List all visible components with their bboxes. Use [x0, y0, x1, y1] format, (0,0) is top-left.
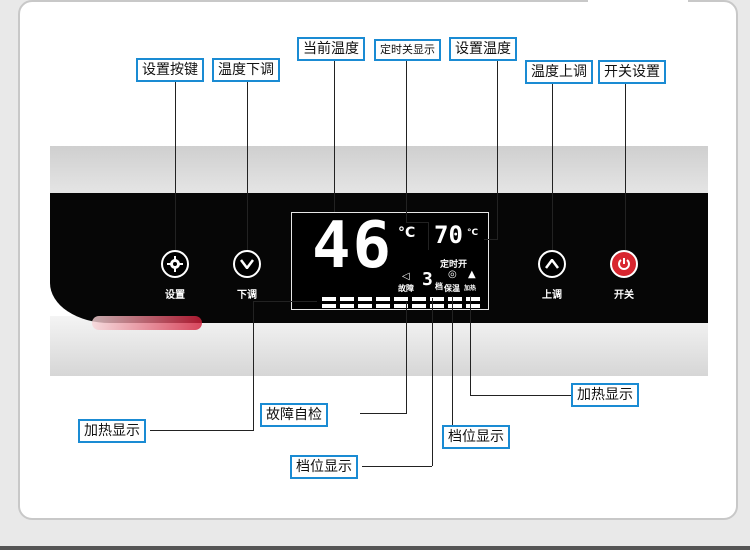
leader-line	[470, 395, 572, 396]
leader-line	[253, 301, 317, 302]
chevron-down-icon	[240, 259, 254, 269]
leader-line	[452, 296, 453, 426]
heating-segment	[322, 297, 336, 301]
set-temp-value: 70	[434, 221, 463, 249]
settings-button[interactable]	[161, 250, 189, 278]
gear-icon	[167, 256, 183, 272]
leader-line	[406, 302, 407, 414]
red-accent-light	[92, 316, 202, 330]
callout-heating-left: 加热显示	[78, 419, 146, 443]
leader-line	[432, 298, 433, 466]
power-button[interactable]	[610, 250, 638, 278]
heating-segment	[376, 297, 390, 301]
heating-segment	[466, 297, 480, 301]
settings-button-label: 设置	[155, 286, 195, 301]
heating-segment	[340, 304, 354, 308]
leader-line	[428, 222, 429, 250]
leader-line	[334, 60, 335, 212]
callout-heating-right: 加热显示	[571, 383, 639, 407]
heating-icon: ▲	[468, 269, 476, 280]
temp-down-button[interactable]	[233, 250, 261, 278]
heating-segment	[448, 297, 462, 301]
lcd-display: 46 °C 70 °C 定时开 ◁ 故障 3 档 ◎ 保温 ▲ 加热	[291, 212, 489, 310]
current-temp-value: 46	[312, 209, 393, 283]
keep-warm-label: 保温	[444, 283, 460, 294]
heating-segment	[358, 297, 372, 301]
leader-line	[552, 82, 553, 250]
callout-current-temp: 当前温度	[297, 37, 365, 61]
heating-segment	[358, 304, 372, 308]
leader-line	[175, 82, 176, 250]
callout-set-temp: 设置温度	[449, 37, 517, 61]
set-temp-unit: °C	[467, 228, 478, 238]
gear-unit: 档	[435, 281, 443, 292]
leader-line	[470, 296, 471, 396]
heating-segment	[412, 297, 426, 301]
device-top-casing	[50, 146, 708, 196]
heating-segment	[394, 297, 408, 301]
callout-timer-display: 定时关显示	[374, 39, 441, 61]
temp-down-button-label: 下调	[227, 286, 267, 301]
callout-gear-display-bottom: 档位显示	[290, 455, 358, 479]
leader-line	[362, 466, 432, 467]
callout-fault-check: 故障自检	[260, 403, 328, 427]
leader-line	[497, 60, 498, 240]
chevron-up-icon	[545, 259, 559, 269]
heating-segment	[322, 304, 336, 308]
heating-segment	[466, 304, 480, 308]
gear-value: 3	[422, 269, 433, 290]
power-icon	[617, 257, 631, 271]
heating-segment	[340, 297, 354, 301]
callout-settings-key: 设置按键	[136, 58, 204, 82]
keep-warm-icon: ◎	[448, 269, 457, 280]
leader-line	[406, 60, 407, 222]
leader-line	[253, 301, 254, 431]
fault-label: 故障	[398, 283, 414, 294]
power-button-label: 开关	[604, 286, 644, 301]
callout-gear-display-right: 档位显示	[442, 425, 510, 449]
callout-power-setting: 开关设置	[598, 60, 666, 84]
leader-line	[150, 430, 253, 431]
callout-temp-down: 温度下调	[212, 58, 280, 82]
leader-line	[625, 82, 626, 250]
callout-temp-up: 温度上调	[525, 60, 593, 84]
leader-line	[247, 82, 248, 250]
current-temp-unit: °C	[398, 225, 415, 241]
leader-line	[406, 222, 428, 223]
speaker-icon: ◁	[402, 271, 410, 282]
leader-line	[484, 239, 497, 240]
temp-up-button-label: 上调	[532, 286, 572, 301]
bottom-strip	[0, 546, 750, 550]
heating-segment	[376, 304, 390, 308]
heating-label: 加热	[464, 283, 476, 292]
leader-line	[360, 413, 406, 414]
card-gap	[588, 0, 688, 4]
heating-segment	[412, 304, 426, 308]
heating-segment	[448, 304, 462, 308]
temp-up-button[interactable]	[538, 250, 566, 278]
